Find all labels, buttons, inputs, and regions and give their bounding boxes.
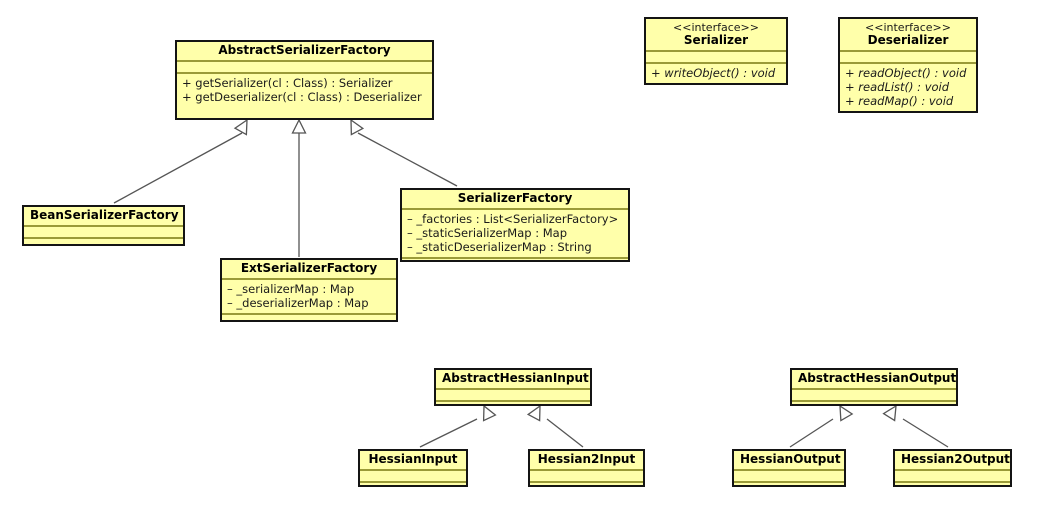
edge-line xyxy=(419,418,478,448)
class-operation: + readObject() : void xyxy=(845,66,967,80)
uml-class-abstract-hessian-output[interactable]: AbstractHessianOutput xyxy=(790,368,958,406)
class-stereotype: <<interface>> xyxy=(865,21,951,34)
class-header-hessian-output: HessianOutput xyxy=(734,451,844,469)
class-name: Serializer xyxy=(683,33,749,47)
class-name: AbstractSerializerFactory xyxy=(218,43,391,57)
class-header-abstract-serializer-factory: AbstractSerializerFactory xyxy=(177,42,432,60)
class-name: AbstractHessianOutput xyxy=(798,371,957,385)
uml-class-hessian-input[interactable]: HessianInput xyxy=(358,449,468,487)
class-header-abstract-hessian-input: AbstractHessianInput xyxy=(436,370,590,388)
class-name: ExtSerializerFactory xyxy=(240,261,378,275)
class-name: Deserializer xyxy=(867,33,949,47)
edge-line xyxy=(357,132,458,187)
class-attributes-bean-serializer-factory xyxy=(24,225,183,237)
class-operations-serializer-factory xyxy=(402,257,628,260)
class-attribute: – _staticDeserializerMap : String xyxy=(407,240,592,254)
class-attribute: – _staticSerializerMap : Map xyxy=(407,226,568,240)
uml-class-bean-serializer-factory[interactable]: BeanSerializerFactory xyxy=(22,205,185,246)
class-attribute: – _factories : List<SerializerFactory> xyxy=(407,212,619,226)
class-attributes-hessian-output xyxy=(734,469,844,481)
uml-class-serializer[interactable]: <<interface>>Serializer + writeObject() :… xyxy=(644,17,788,85)
class-name: HessianOutput xyxy=(740,452,841,466)
class-operations-hessian-input xyxy=(360,481,466,485)
class-attributes-serializer-factory: – _factories : List<SerializerFactory>– … xyxy=(402,208,628,257)
class-header-serializer: <<interface>>Serializer xyxy=(646,19,786,50)
edge-bean-extends-abstract xyxy=(113,118,248,204)
class-attributes-hessian-input xyxy=(360,469,466,481)
uml-class-abstract-serializer-factory[interactable]: AbstractSerializerFactory + getSerializer… xyxy=(175,40,434,120)
class-operations-bean-serializer-factory xyxy=(24,237,183,244)
uml-class-ext-serializer-factory[interactable]: ExtSerializerFactory – _serializerMap : M… xyxy=(220,258,398,322)
class-operations-serializer: + writeObject() : void xyxy=(646,62,786,83)
class-name: Hessian2Input xyxy=(537,452,636,466)
class-header-hessian-input: HessianInput xyxy=(360,451,466,469)
generalization-arrowhead xyxy=(291,118,307,134)
class-operation: + getDeserializer(cl : Class) : Deserial… xyxy=(182,90,422,104)
class-header-abstract-hessian-output: AbstractHessianOutput xyxy=(792,370,956,388)
class-header-ext-serializer-factory: ExtSerializerFactory xyxy=(222,260,396,278)
class-operations-abstract-serializer-factory: + getSerializer(cl : Class) : Serializer… xyxy=(177,72,432,107)
edge-serializerfactory-extends-abstract xyxy=(350,118,458,187)
class-header-serializer-factory: SerializerFactory xyxy=(402,190,628,208)
class-attribute: – _serializerMap : Map xyxy=(227,282,355,296)
edge-line xyxy=(113,132,243,204)
class-operation: + readList() : void xyxy=(845,80,950,94)
class-operation: + readMap() : void xyxy=(845,94,954,108)
class-operations-hessian2-output xyxy=(895,481,1010,485)
class-name: AbstractHessianInput xyxy=(442,371,589,385)
class-name: HessianInput xyxy=(368,452,458,466)
class-attributes-abstract-hessian-input xyxy=(436,388,590,400)
class-operation: + writeObject() : void xyxy=(651,66,776,80)
uml-class-serializer-factory[interactable]: SerializerFactory – _factories : List<Ser… xyxy=(400,188,630,262)
class-header-bean-serializer-factory: BeanSerializerFactory xyxy=(24,207,183,225)
class-name: SerializerFactory xyxy=(457,191,573,205)
class-operations-abstract-hessian-input xyxy=(436,400,590,404)
class-operations-deserializer: + readObject() : void+ readList() : void… xyxy=(840,62,976,111)
class-attributes-hessian2-output xyxy=(895,469,1010,481)
uml-class-hessian-output[interactable]: HessianOutput xyxy=(732,449,846,487)
class-operations-ext-serializer-factory xyxy=(222,313,396,320)
class-stereotype: <<interface>> xyxy=(673,21,759,34)
class-attribute: – _deserializerMap : Map xyxy=(227,296,369,310)
edge-ext-extends-abstract xyxy=(291,118,307,257)
uml-class-hessian2-input[interactable]: Hessian2Input xyxy=(528,449,645,487)
class-name: BeanSerializerFactory xyxy=(30,208,179,222)
class-attributes-abstract-serializer-factory xyxy=(177,60,432,72)
class-attributes-ext-serializer-factory: – _serializerMap : Map– _deserializerMap… xyxy=(222,278,396,313)
edge-hessian2output-extends-abstracthessianoutput xyxy=(882,404,949,448)
class-operations-hessian2-input xyxy=(530,481,643,485)
class-name: Hessian2Output xyxy=(901,452,1010,466)
class-attributes-abstract-hessian-output xyxy=(792,388,956,400)
class-operations-abstract-hessian-output xyxy=(792,400,956,404)
class-header-deserializer: <<interface>>Deserializer xyxy=(840,19,976,50)
class-operations-hessian-output xyxy=(734,481,844,485)
class-operation: + getSerializer(cl : Class) : Serializer xyxy=(182,76,393,90)
uml-class-abstract-hessian-input[interactable]: AbstractHessianInput xyxy=(434,368,592,406)
edge-hessianinput-extends-abstracthessianinput xyxy=(419,404,497,448)
class-header-hessian2-input: Hessian2Input xyxy=(530,451,643,469)
class-attributes-hessian2-input xyxy=(530,469,643,481)
edge-line xyxy=(902,418,949,448)
edge-hessian2input-extends-abstracthessianinput xyxy=(526,404,584,448)
class-attributes-deserializer xyxy=(840,50,976,62)
class-header-hessian2-output: Hessian2Output xyxy=(895,451,1010,469)
class-attributes-serializer xyxy=(646,50,786,62)
uml-class-deserializer[interactable]: <<interface>>Deserializer + readObject() … xyxy=(838,17,978,113)
edge-line xyxy=(546,418,584,448)
edge-hessianoutput-extends-abstracthessianoutput xyxy=(789,404,854,448)
edge-line xyxy=(789,418,834,448)
uml-class-hessian2-output[interactable]: Hessian2Output xyxy=(893,449,1012,487)
